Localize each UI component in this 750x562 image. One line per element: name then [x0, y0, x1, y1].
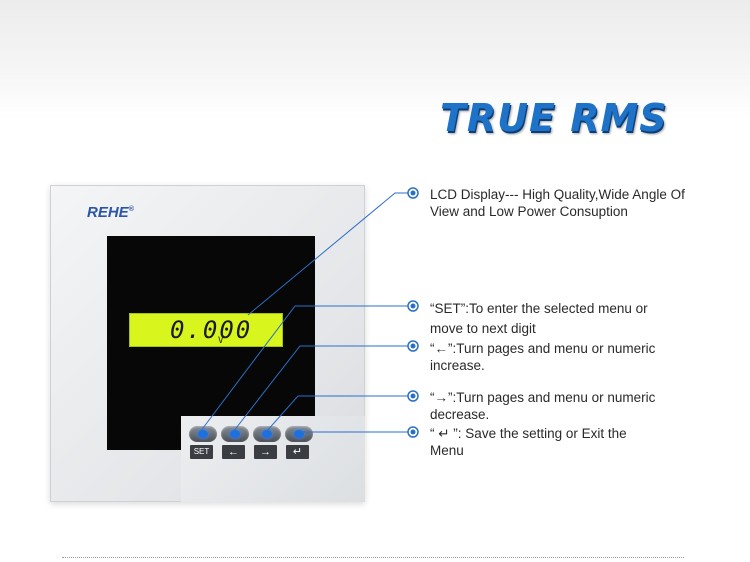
annotation-line: decrease.	[430, 407, 490, 422]
right-arrow-icon: →	[254, 445, 277, 459]
set-key-icon: SET	[190, 445, 213, 459]
set-button[interactable]	[189, 426, 217, 442]
annotation-line: move to next digit	[430, 321, 536, 336]
button-led-icon	[294, 430, 304, 438]
right-button[interactable]	[253, 426, 281, 442]
annotation-line: “SET”:To enter the selected menu or	[430, 301, 648, 316]
headline-title: TRUE RMS	[440, 96, 668, 140]
brand-logo: REHE®	[87, 204, 134, 221]
annotation-set: “SET”:To enter the selected menu or move…	[430, 299, 648, 339]
annotation-line: View and Low Power Consuption	[430, 204, 628, 219]
lcd-reading: 0.000	[170, 316, 253, 344]
annotation-line: “ ↵ ”: Save the setting or Exit the	[430, 426, 627, 441]
leader-line-lcd	[247, 192, 412, 316]
leader-line-right	[265, 395, 412, 433]
button-led-icon	[198, 430, 208, 438]
annotation-right: “→”:Turn pages and menu or numeric decre…	[430, 389, 655, 423]
enter-icon: ↵	[286, 445, 309, 459]
bottom-divider	[62, 557, 684, 558]
left-button[interactable]	[221, 426, 249, 442]
brand-registered-mark: ®	[128, 206, 134, 213]
left-arrow-icon: ←	[222, 445, 245, 459]
button-led-icon	[262, 430, 272, 438]
bullet-dot-icon	[410, 393, 416, 399]
brand-name: REHE	[87, 204, 129, 221]
enter-button[interactable]	[285, 426, 313, 442]
bullet-dot-icon	[410, 429, 416, 435]
panel-meter: REHE® 0.000 V SET ← → ↵	[50, 185, 365, 502]
annotation-line: LCD Display--- High Quality,Wide Angle O…	[430, 187, 685, 202]
lcd-display: 0.000 V	[129, 313, 283, 347]
annotation-left: “←”:Turn pages and menu or numeric incre…	[430, 340, 655, 374]
lcd-unit: V	[218, 336, 224, 346]
bullet-dot-icon	[410, 303, 416, 309]
bullet-dot-icon	[410, 190, 416, 196]
annotation-line: increase.	[430, 358, 485, 373]
button-led-icon	[230, 430, 240, 438]
annotation-enter: “ ↵ ”: Save the setting or Exit the Menu	[430, 425, 627, 459]
annotation-line: Menu	[430, 443, 464, 458]
annotation-line: “→”:Turn pages and menu or numeric	[430, 390, 656, 405]
annotation-lcd: LCD Display--- High Quality,Wide Angle O…	[430, 186, 685, 220]
leader-line-left	[232, 345, 412, 433]
top-gradient-background	[0, 0, 750, 120]
annotation-line: “←”:Turn pages and menu or numeric	[430, 341, 656, 356]
leader-line-set	[199, 305, 412, 433]
bullet-dot-icon	[410, 343, 416, 349]
